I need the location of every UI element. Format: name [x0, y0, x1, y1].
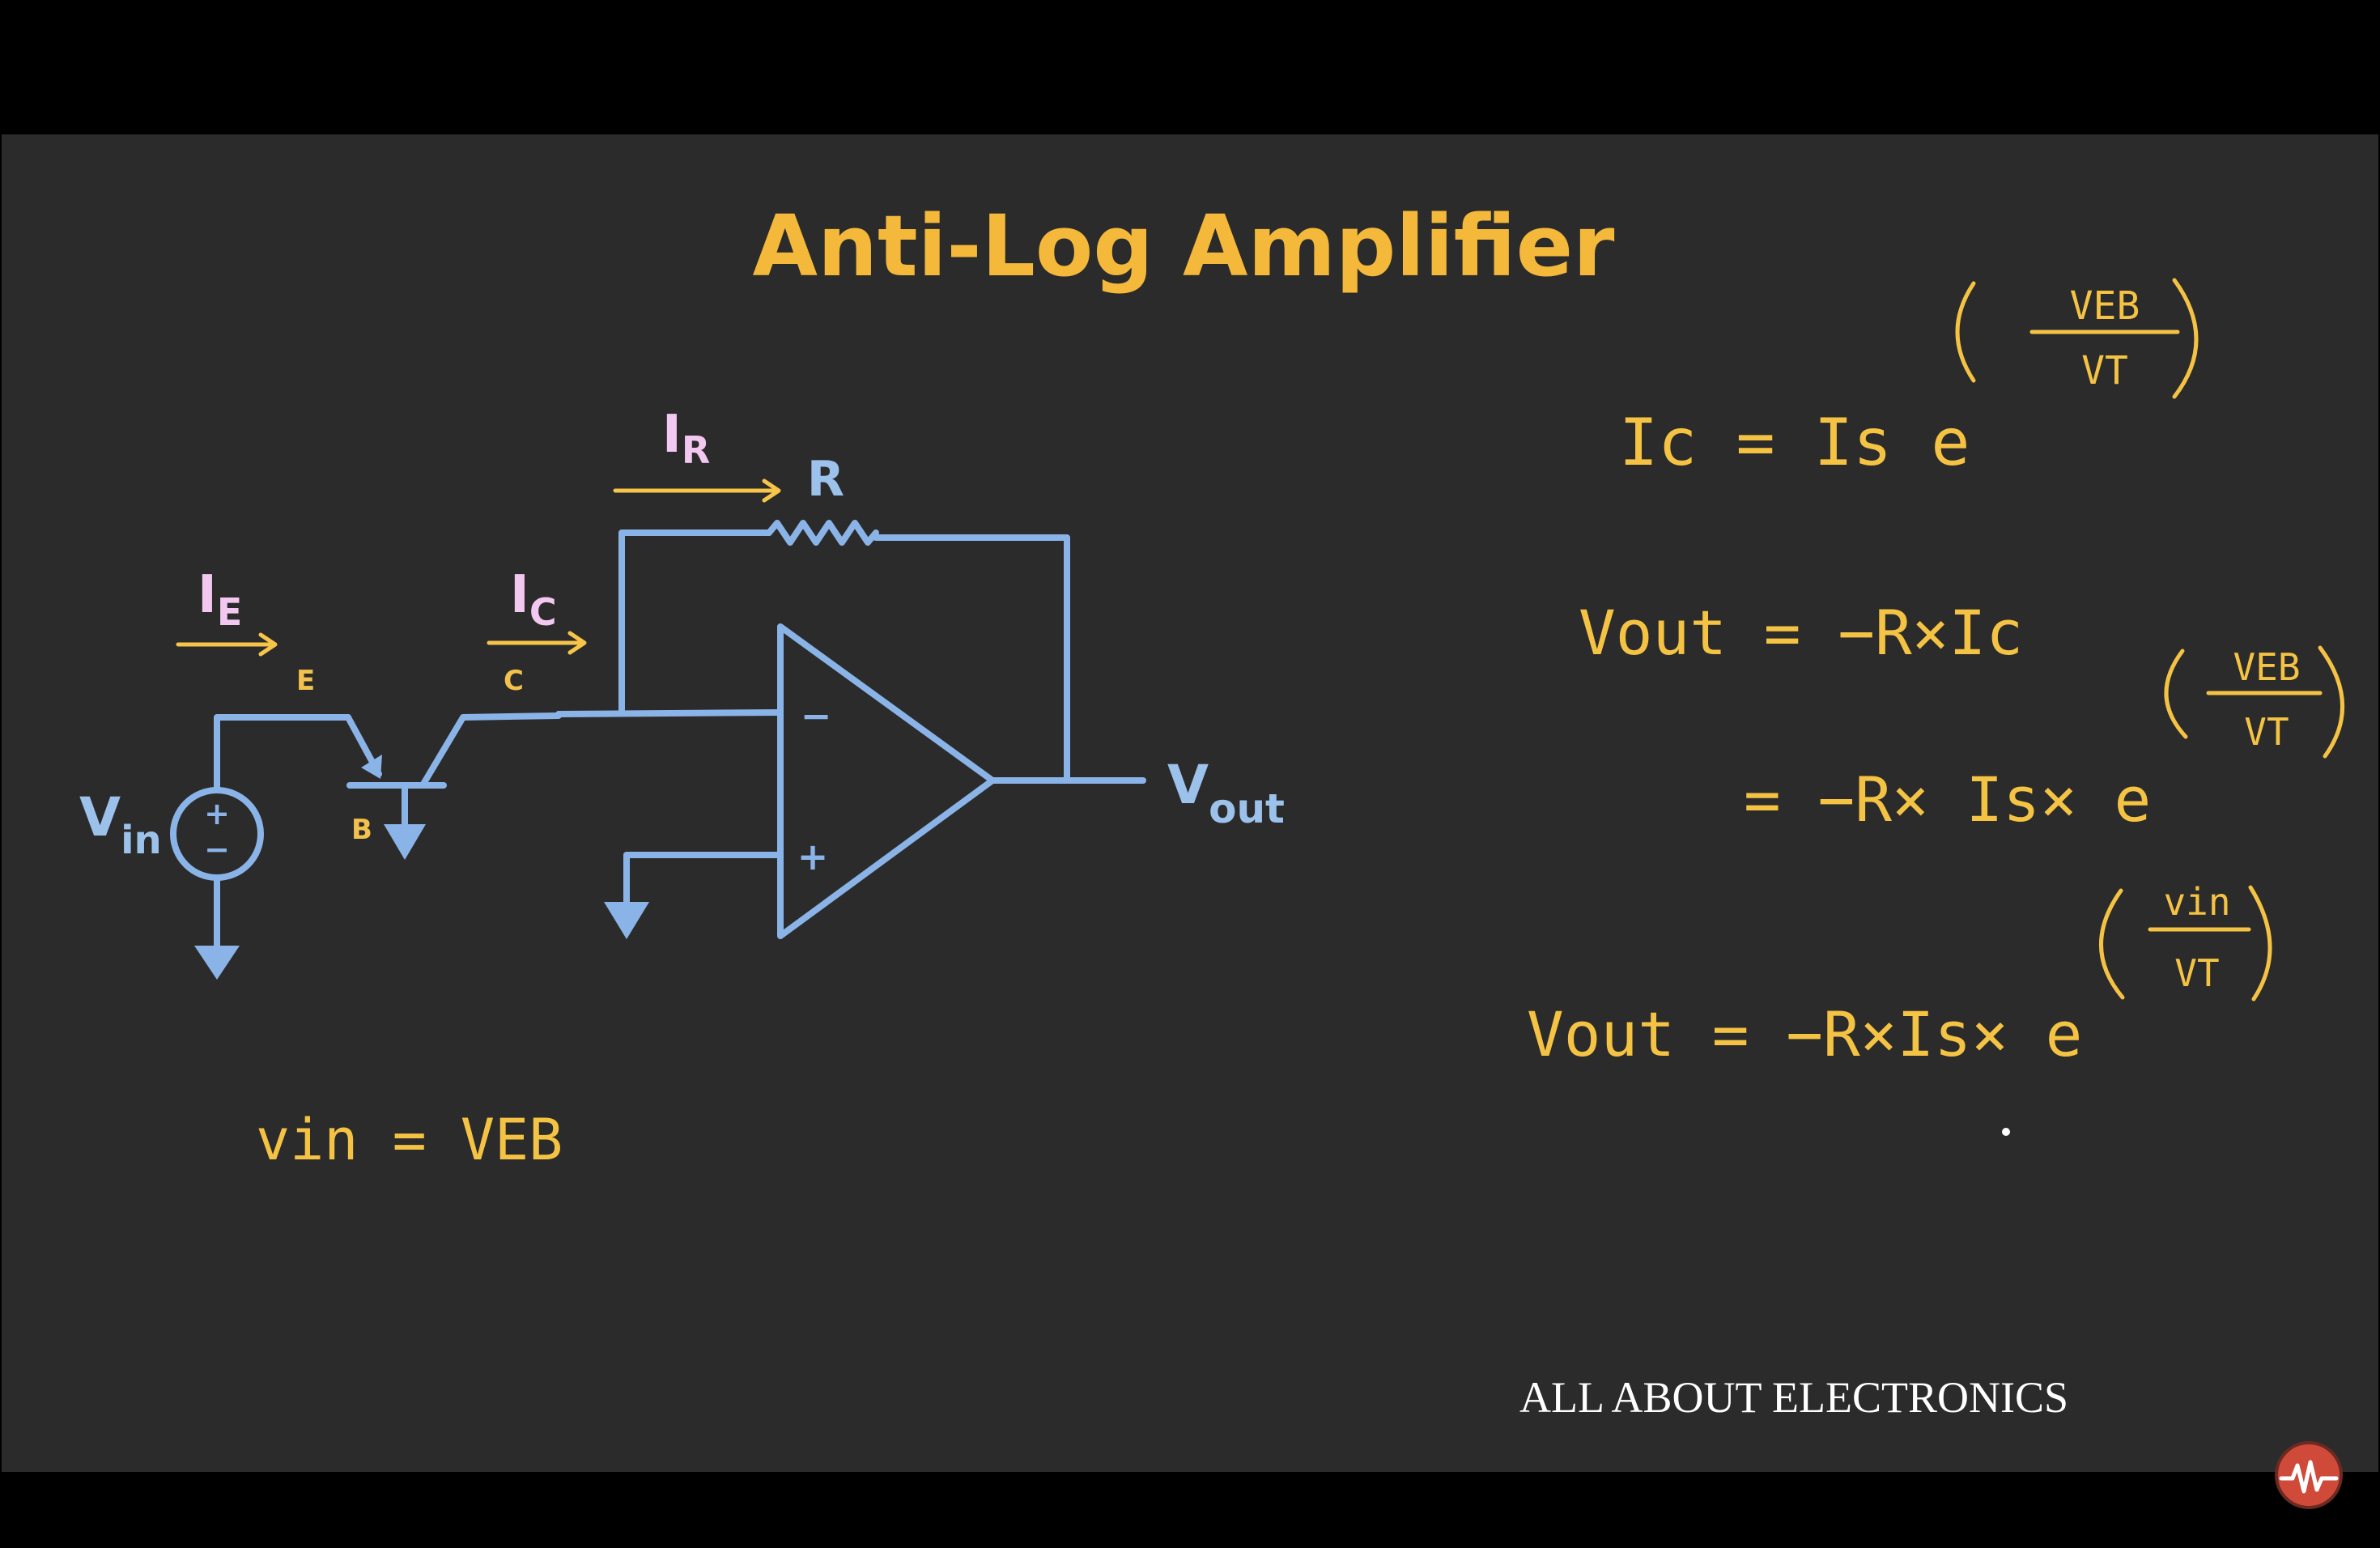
vin-label: Vin — [79, 786, 162, 863]
feedback-right-wire — [873, 534, 1070, 784]
eq1-paren-left — [1955, 281, 1976, 383]
current-c-arrow — [487, 631, 587, 655]
equation-vout-2: = −R× Is× e VEB VT — [1744, 645, 2345, 836]
op-amp-triangle — [777, 623, 996, 939]
emitter-wire — [214, 714, 351, 793]
source-minus-sign: − — [204, 831, 230, 867]
eq3-exp-num: VEB — [2233, 645, 2300, 689]
page-title: Anti-Log Amplifier — [753, 197, 1615, 296]
resistor-label: R — [807, 451, 844, 508]
equation-vout-final: Vout = −R×Is× e vin VT — [1527, 880, 2272, 1070]
op-amp: − + — [777, 623, 996, 939]
pin-b-label: B — [351, 814, 372, 846]
eq2-lhs: Vout = −R×Ic — [1579, 597, 2023, 669]
current-r-label: IR — [662, 405, 710, 472]
current-c-label: IC — [510, 565, 557, 634]
eq4-lhs: Vout = −R×Is× e — [1527, 998, 2082, 1070]
eq3-paren-right — [2318, 645, 2345, 759]
feedback-left-wire — [618, 529, 772, 716]
emitter-arrow — [361, 755, 382, 779]
collector-lead — [419, 712, 562, 789]
op-amp-plus-sign: + — [797, 835, 829, 878]
eq3-exp-den: VT — [2244, 710, 2289, 754]
eq4-paren-left — [2099, 888, 2125, 1000]
eq3-lhs: = −R× Is× e — [1744, 763, 2151, 836]
eq4-paren-right — [2248, 885, 2272, 1002]
vin-equation: vin = VEB — [256, 1107, 563, 1173]
channel-logo-icon[interactable] — [2275, 1441, 2343, 1509]
vout-label: Vout — [1167, 754, 1285, 832]
voltage-source: + − — [170, 787, 264, 881]
ground-symbol-source — [194, 946, 240, 980]
eq1-lhs: Ic = Is e — [1619, 405, 1970, 480]
eq1-paren-right — [2172, 278, 2199, 399]
op-amp-minus-sign: − — [801, 694, 832, 738]
non-inverting-ground-wire — [623, 852, 782, 910]
inverting-input-wire — [555, 709, 782, 717]
ground-symbol-opamp — [604, 902, 649, 939]
eq1-exp-num: VEB — [2070, 283, 2140, 329]
current-r-arrow — [613, 478, 781, 503]
pen-cursor-dot — [2002, 1128, 2010, 1136]
circuit-diagram: + − Vin E C B − + — [79, 405, 1285, 980]
bjt-transistor — [345, 712, 562, 860]
pin-c-label: C — [504, 665, 524, 697]
slide-background — [2, 134, 2378, 1472]
eq1-exp-den: VT — [2081, 348, 2128, 393]
feedback-resistor — [766, 520, 879, 546]
eq3-paren-left — [2164, 649, 2188, 739]
eq4-exp-den: VT — [2174, 951, 2219, 995]
equation-ic: Ic = Is e VEB VT — [1619, 278, 2199, 480]
source-plus-sign: + — [204, 796, 230, 831]
pin-e-label: E — [296, 665, 315, 697]
brand-text: ALL ABOUT ELECTRONICS — [1519, 1373, 2068, 1422]
eq4-exp-num: vin — [2163, 880, 2230, 924]
current-e-arrow — [176, 632, 278, 657]
current-e-label: IE — [198, 565, 242, 634]
ground-symbol-base — [384, 824, 426, 860]
